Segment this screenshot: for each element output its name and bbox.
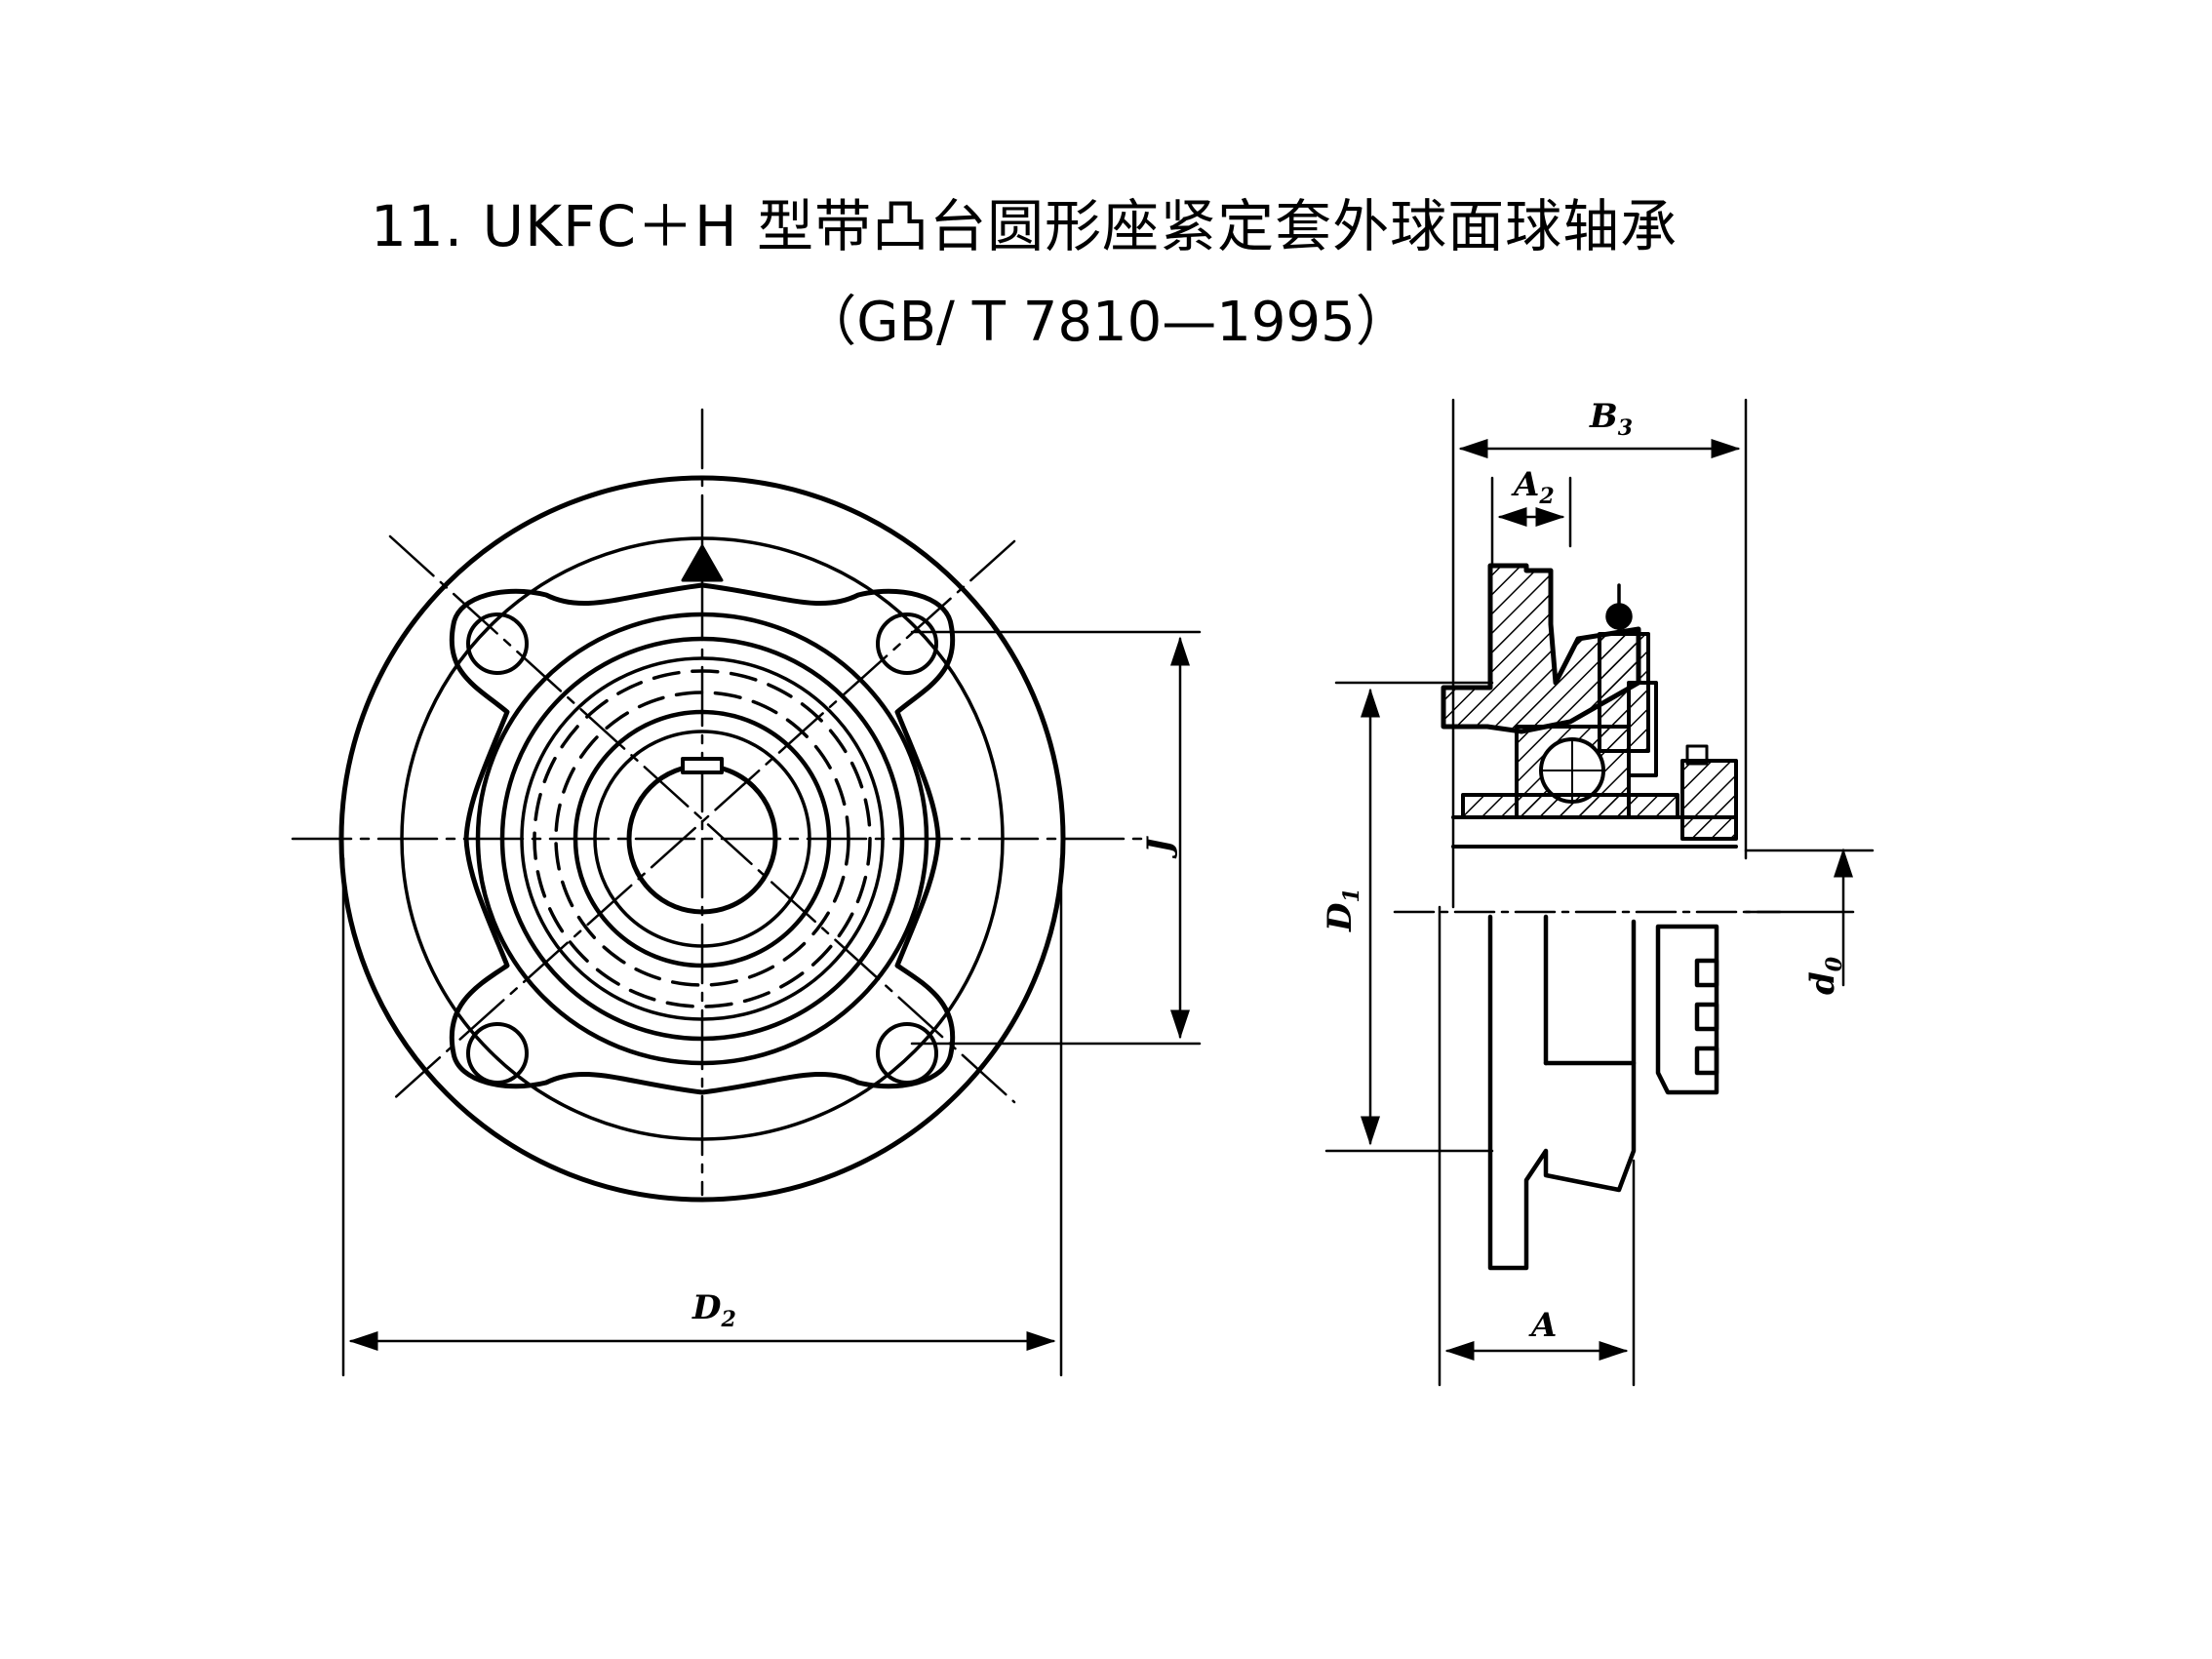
dimension-a [1438,905,1636,1387]
dimension-d1 [1324,681,1494,1153]
dimension-j [910,630,1202,1046]
housing-outline [449,582,956,1095]
flange-outline [338,475,1066,1203]
dimension-a2 [1490,476,1572,568]
label-j: J [1140,836,1179,859]
locknut [1680,759,1738,841]
keyway [681,757,724,774]
standard-reference: （GB/ T 7810—1995） [802,291,1410,354]
bolt-holes [466,612,938,1085]
centerlines [291,408,1143,1197]
drawing-title: 11. UKFC＋H 型带凸台圆形座紧定套外球面球轴承 [371,193,1679,259]
dimension-b3 [1451,398,1748,909]
adapter-sleeve [1461,793,1679,819]
side-view [1393,563,1782,1271]
label-d0: d0 [1803,956,1847,995]
housing-lower [1487,914,1719,1271]
bearing-rings [475,612,929,1066]
dimension-d0 [1744,848,1875,987]
grease-nipple [681,544,724,582]
label-d2: D2 [691,1288,736,1332]
label-b3: B3 [1589,397,1633,441]
dimension-d2 [341,856,1063,1377]
label-d1: D1 [1321,888,1364,932]
side-grease-nipple [1605,583,1633,631]
label-a2: A2 [1511,465,1555,509]
front-view [291,408,1143,1203]
label-a: A [1528,1306,1557,1345]
cage-ring [533,669,872,1008]
